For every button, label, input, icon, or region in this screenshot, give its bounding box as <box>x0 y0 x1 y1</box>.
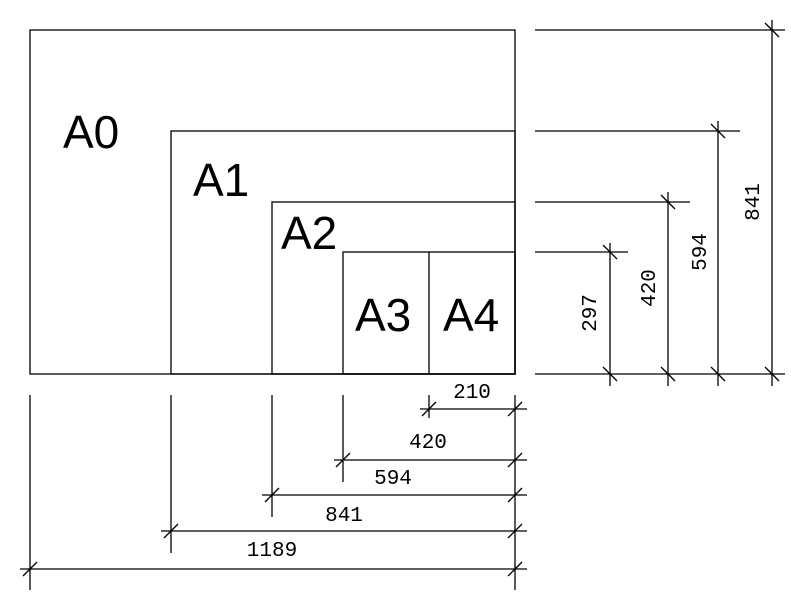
tick <box>22 561 38 577</box>
tick <box>660 194 676 210</box>
tick <box>335 452 351 468</box>
tick <box>507 561 523 577</box>
tick <box>602 244 618 260</box>
tick <box>764 22 780 38</box>
tick <box>764 366 780 382</box>
tick <box>507 523 523 539</box>
sheet-label-a2: A2 <box>281 207 337 259</box>
dimension-label-a4-width: 210 <box>453 382 491 405</box>
sheet-label-a0: A0 <box>63 106 119 158</box>
tick <box>507 487 523 503</box>
tick <box>264 487 280 503</box>
sheet-label-a3: A3 <box>355 289 411 341</box>
tick <box>421 401 437 417</box>
tick <box>163 523 179 539</box>
tick <box>660 366 676 382</box>
tick <box>507 401 523 417</box>
sheet-label-a1: A1 <box>193 154 249 206</box>
dimension-label-a3-width: 420 <box>409 432 447 455</box>
dimension-label-a3-height: 420 <box>639 269 662 307</box>
dimension-label-a4-height: 297 <box>580 294 603 332</box>
sheet-label-a4: A4 <box>443 289 499 341</box>
tick <box>602 366 618 382</box>
dimension-label-a2-height: 594 <box>690 233 713 271</box>
dimension-label-a2-width: 594 <box>374 468 412 491</box>
dimension-label-a0-width: 1189 <box>247 540 297 563</box>
tick <box>507 452 523 468</box>
tick <box>710 366 726 382</box>
dimension-label-a1-height: 841 <box>743 183 766 221</box>
dimension-label-a1-width: 841 <box>325 505 363 528</box>
tick <box>710 123 726 139</box>
